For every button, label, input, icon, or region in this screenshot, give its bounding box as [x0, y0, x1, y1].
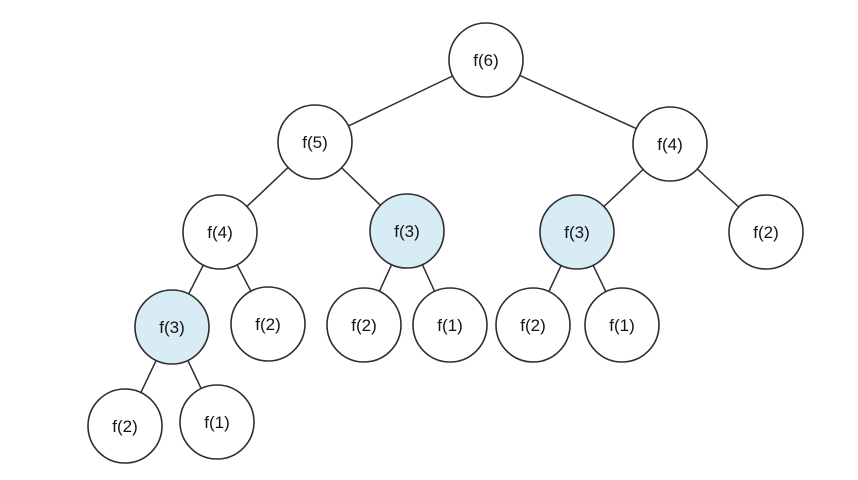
tree-node-n14: f(1): [179, 384, 255, 460]
node-circle: [369, 193, 445, 269]
node-circle: [179, 384, 255, 460]
node-label: f(4): [657, 135, 683, 154]
tree-node-n8: f(2): [230, 286, 306, 362]
node-circle: [134, 289, 210, 365]
tree-node-n2: f(4): [632, 106, 708, 182]
node-label: f(4): [207, 223, 233, 242]
tree-node-n3: f(4): [182, 194, 258, 270]
node-circle: [728, 194, 804, 270]
tree-node-n7-highlighted: f(3): [134, 289, 210, 365]
node-label: f(5): [302, 133, 328, 152]
node-label: f(2): [351, 316, 377, 335]
node-label: f(2): [520, 316, 546, 335]
node-circle: [632, 106, 708, 182]
nodes-layer: f(6) f(5) f(4) f(4) f(3) f(3) f(2) f(3) f(2) f(2)…: [87, 22, 804, 464]
tree-node-n1: f(5): [277, 104, 353, 180]
node-label: f(1): [609, 316, 635, 335]
node-circle: [448, 22, 524, 98]
tree-node-n5-highlighted: f(3): [539, 194, 615, 270]
node-label: f(3): [159, 318, 185, 337]
node-circle: [277, 104, 353, 180]
node-circle: [87, 388, 163, 464]
node-label: f(2): [112, 417, 138, 436]
node-circle: [230, 286, 306, 362]
node-label: f(2): [753, 223, 779, 242]
tree-node-n9: f(2): [326, 287, 402, 363]
node-circle: [584, 287, 660, 363]
tree-node-n10: f(1): [412, 287, 488, 363]
node-circle: [412, 287, 488, 363]
node-circle: [326, 287, 402, 363]
tree-node-n4-highlighted: f(3): [369, 193, 445, 269]
node-label: f(3): [394, 222, 420, 241]
tree-node-n0: f(6): [448, 22, 524, 98]
tree-node-n11: f(2): [495, 287, 571, 363]
tree-node-n6: f(2): [728, 194, 804, 270]
node-label: f(1): [437, 316, 463, 335]
node-circle: [539, 194, 615, 270]
node-label: f(1): [204, 413, 230, 432]
node-circle: [495, 287, 571, 363]
node-label: f(3): [564, 223, 590, 242]
tree-node-n13: f(2): [87, 388, 163, 464]
node-circle: [182, 194, 258, 270]
tree-node-n12: f(1): [584, 287, 660, 363]
node-label: f(2): [255, 315, 281, 334]
node-label: f(6): [473, 51, 499, 70]
